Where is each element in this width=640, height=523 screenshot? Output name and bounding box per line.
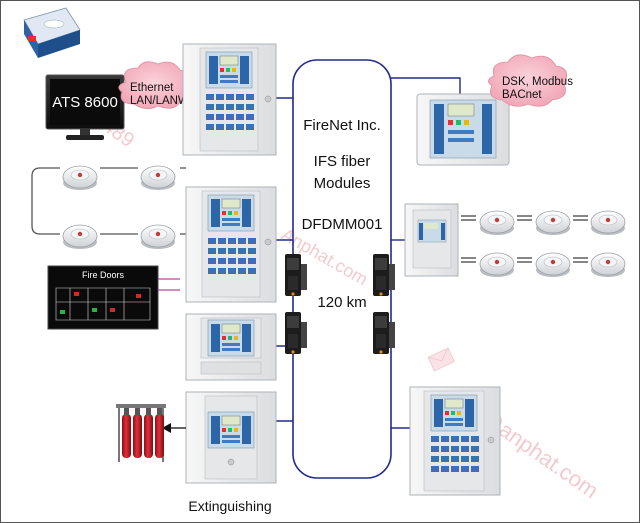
ethernet-cloud: Ethernet LAN/LANW [118, 61, 192, 109]
fire-doors-label: Fire Doors [82, 270, 125, 280]
fire-panel-repeater [416, 93, 510, 166]
software-box-icon [23, 7, 81, 58]
extinguishing-arrow [162, 423, 186, 433]
fire-panel-bottom-right [409, 386, 501, 496]
fire-panel-middle [185, 186, 277, 303]
fibre-distance-label: 120 km [317, 294, 366, 311]
fibre-ring-model: DFDMM001 [302, 216, 383, 233]
ethernet-cloud-line1: Ethernet [130, 82, 174, 94]
smoke-detector-icon [590, 252, 626, 278]
smoke-detector-icon [140, 165, 176, 191]
protocol-cloud-line2: BACnet [502, 89, 542, 101]
fibre-ring-line2: Modules [314, 175, 371, 192]
smoke-detector-icon [62, 165, 98, 191]
fire-doors-connector [158, 278, 180, 291]
workstation-label: ATS 8600 [52, 94, 118, 111]
fibre-module-icon [285, 312, 307, 354]
panel-connectors [166, 77, 461, 429]
gas-cylinders-icon [116, 404, 166, 462]
smoke-detector-icon [479, 252, 515, 278]
extinguishing-panel [185, 391, 277, 484]
smoke-detector-icon [140, 224, 176, 250]
fire-doors-plan: Fire Doors [47, 265, 159, 330]
ethernet-cloud-line2: LAN/LANW [130, 95, 189, 107]
protocol-cloud-line1: DSK, Modbus [502, 76, 573, 88]
workstation-monitor: ATS 8600 [45, 74, 125, 140]
fibre-ring-line1: IFS fiber [314, 153, 371, 170]
detector-loop [31, 165, 186, 250]
envelope-icon [427, 347, 455, 372]
smoke-detector-icon [479, 210, 515, 236]
protocol-cloud: DSK, Modbus BACnet [488, 54, 573, 107]
right-detector-links [461, 215, 588, 263]
smoke-detector-icon [535, 252, 571, 278]
smoke-detector-icon [590, 210, 626, 236]
fibre-ring-title: FireNet Inc. [303, 117, 381, 134]
fire-panel-compact [185, 313, 277, 381]
fire-panel-top [182, 43, 277, 156]
smoke-detector-icon [62, 224, 98, 250]
fire-panel-right [404, 203, 459, 277]
extinguishing-label: Extinguishing [188, 498, 271, 514]
smoke-detector-icon [535, 210, 571, 236]
fibre-module-icon [285, 254, 307, 296]
